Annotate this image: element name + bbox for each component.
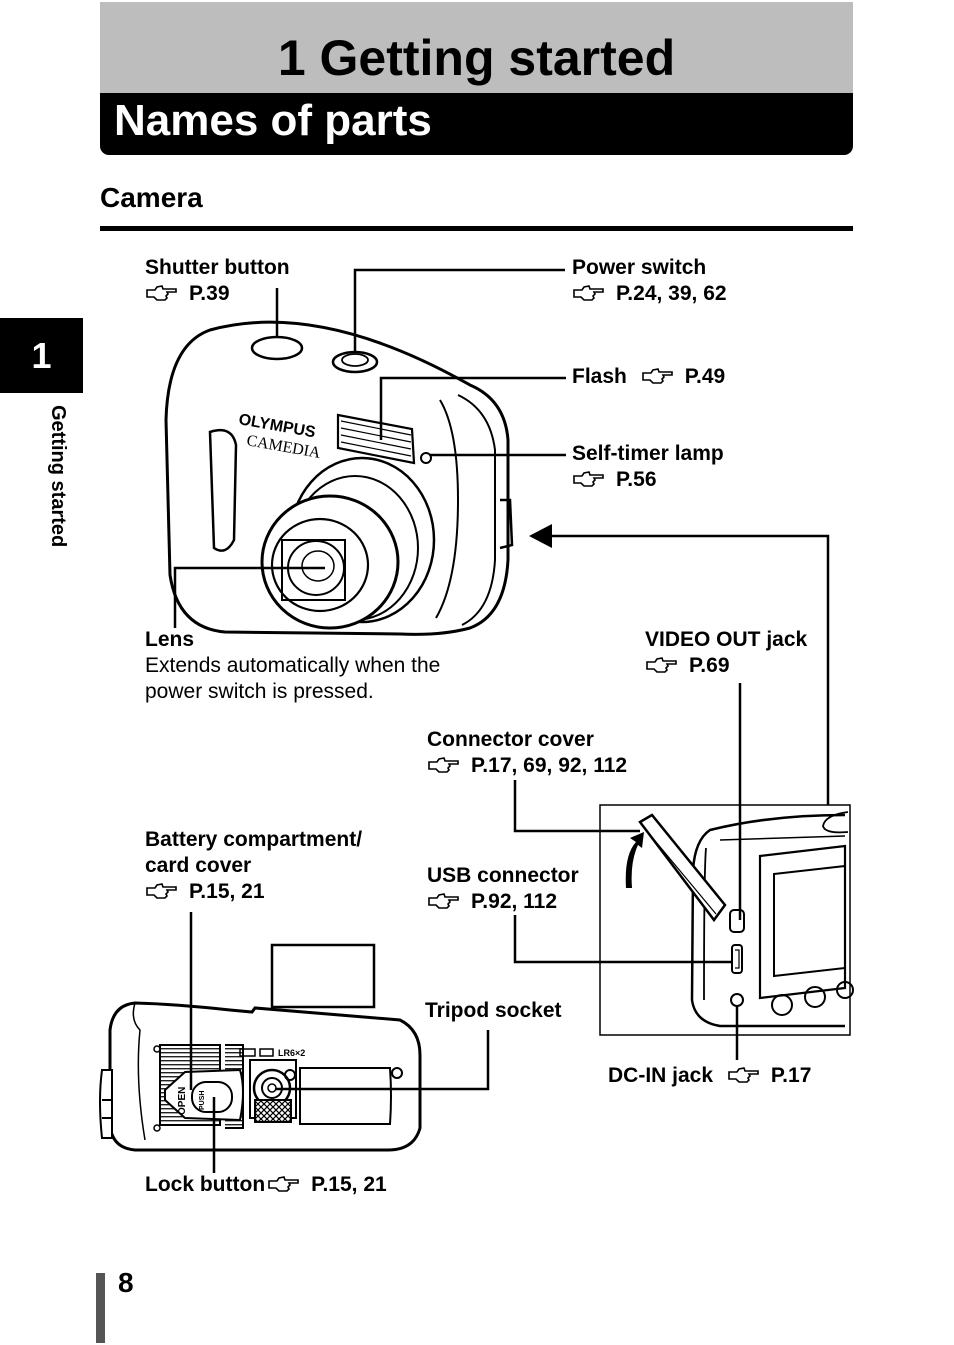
- flash-label: Flash P.49: [572, 365, 726, 388]
- camera-side-inset: [599, 804, 854, 1036]
- chapter-title: 1 Getting started: [277, 30, 676, 86]
- lens-desc-line1: Extends automatically when the: [145, 654, 441, 677]
- chapter-header: 1 Getting started Names of parts: [100, 2, 853, 155]
- chapter-header-grey: [100, 2, 853, 93]
- reference-hand-icon: [268, 1176, 299, 1192]
- shutter-button-label: Shutter button: [145, 256, 290, 279]
- tripod-socket-label: Tripod socket: [425, 999, 562, 1022]
- page-number: 8: [118, 1267, 134, 1298]
- dc-in-label: DC-IN jack P.17: [608, 1064, 812, 1087]
- chapter-tab: [0, 318, 83, 393]
- usb-label: USB connector: [427, 864, 579, 887]
- push-text: PUSH: [199, 1091, 206, 1110]
- video-out-arrow: [529, 524, 552, 548]
- connector-cover-label: Connector cover: [427, 728, 594, 751]
- page-number-bar: [96, 1273, 105, 1343]
- video-out-ref: P.69: [645, 653, 730, 679]
- power-switch-label: Power switch: [572, 256, 707, 279]
- lens-desc-line2: power switch is pressed.: [145, 680, 374, 703]
- reference-hand-icon: [428, 893, 459, 909]
- connector-cover-ref: P.17, 69, 92, 112: [427, 753, 627, 779]
- reference-hand-icon: [428, 757, 459, 773]
- reference-hand-icon: [146, 883, 177, 899]
- usb-ref: P.92, 112: [427, 889, 557, 915]
- video-out-label: VIDEO OUT jack: [645, 628, 808, 651]
- reference-hand-icon: [573, 471, 604, 487]
- reference-hand-icon: [573, 285, 604, 301]
- subsection-rule: [100, 226, 853, 231]
- power-switch-ref: P.24, 39, 62: [572, 281, 727, 307]
- self-timer-ref: P.56: [572, 467, 657, 493]
- leader-lines: [173, 268, 830, 1173]
- chapter-tab-number: 1: [31, 335, 52, 376]
- section-title: Names of parts: [114, 96, 432, 145]
- lens-label: Lens: [145, 628, 195, 651]
- shutter-button-ref: P.39: [145, 281, 230, 307]
- reference-hand-icon: [641, 368, 673, 384]
- battery-label-line1: Battery compartment/: [145, 828, 363, 851]
- reference-hand-icon: [728, 1067, 759, 1083]
- open-text: OPEN: [177, 1087, 188, 1115]
- camera-bottom: [99, 943, 422, 1152]
- reference-hand-icon: [146, 285, 177, 301]
- reference-hand-icon: [646, 657, 677, 673]
- battery-ref: P.15, 21: [145, 879, 265, 905]
- battery-label-line2: card cover: [145, 854, 252, 877]
- camera-front: [164, 320, 514, 636]
- self-timer-label: Self-timer lamp: [572, 442, 724, 465]
- battery-mark-text: LR6×2: [278, 1048, 305, 1058]
- subsection-title: Camera: [100, 182, 203, 213]
